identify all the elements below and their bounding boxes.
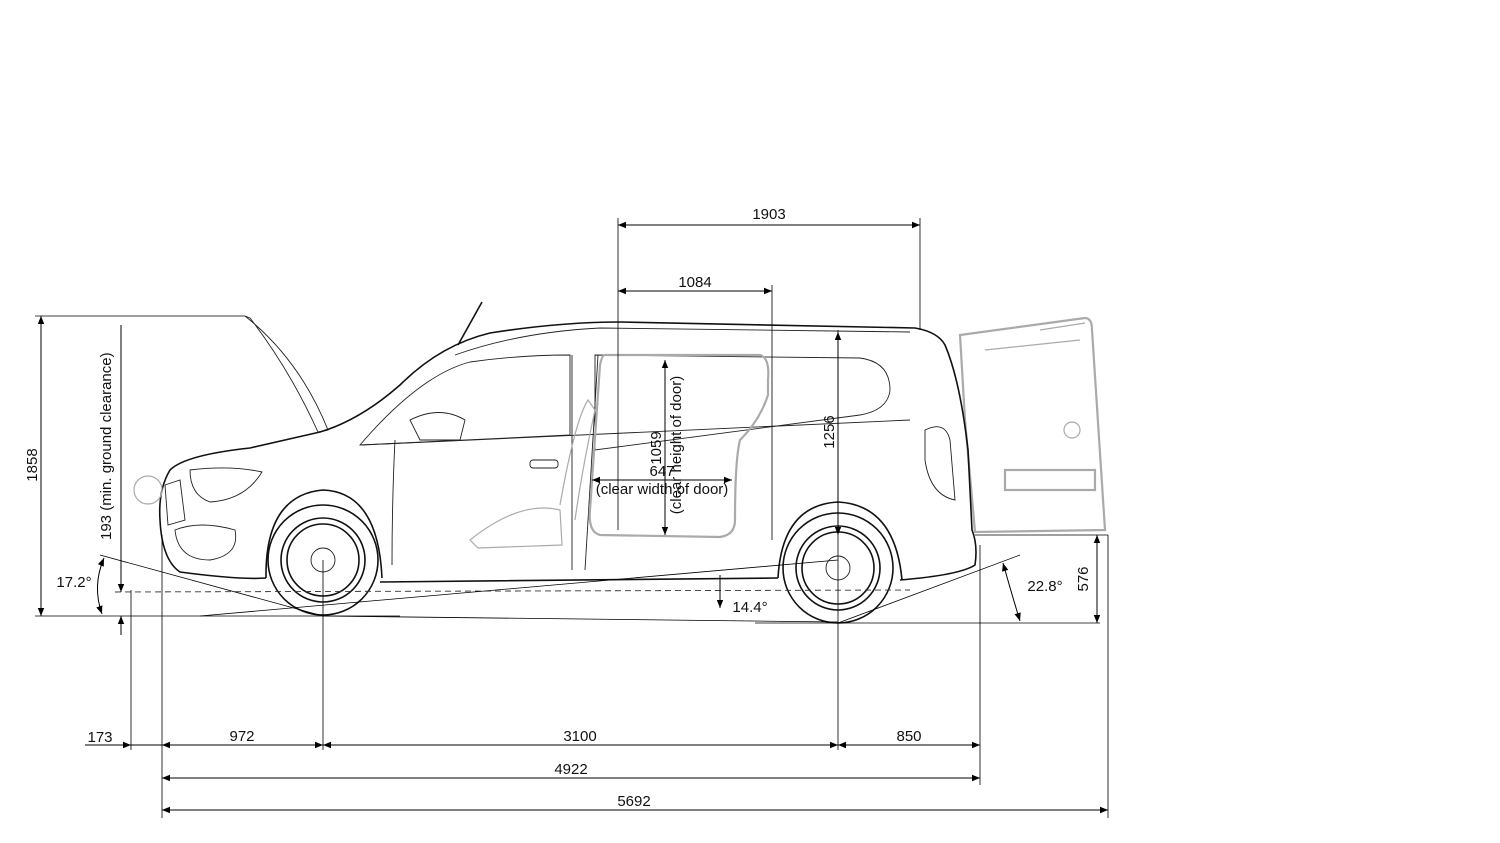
ground-clearance-label: 193 (min. ground clearance): [98, 352, 115, 540]
door-offset-label: 1084: [678, 274, 711, 291]
door-height-value: 1059: [648, 431, 665, 464]
van-side-view: [114, 301, 1107, 624]
door-height-caption: (clear height of door): [668, 376, 685, 514]
body-outline: [158, 321, 977, 583]
overall-height-label: 1858: [24, 448, 41, 481]
antenna: [457, 301, 483, 346]
load-height-label: 1256: [821, 415, 838, 448]
open-tailgate: [958, 316, 1107, 534]
rear-window: [594, 354, 891, 451]
body-length-label: 4922: [554, 761, 587, 778]
rear-sill-height-label: 576: [1075, 566, 1092, 591]
front-overhang-label: 972: [229, 728, 254, 745]
door-width-value: 647: [649, 463, 674, 480]
front-window: [358, 354, 571, 446]
open-hood: [244, 315, 329, 433]
sliding-door-opening: [588, 353, 770, 539]
ramp-angle-label: 14.4°: [732, 599, 767, 616]
overall-length-label: 5692: [617, 793, 650, 810]
front-axle-offset-label: 173: [87, 729, 112, 746]
wheelbase-label: 3100: [563, 728, 596, 745]
towing-ball: [133, 475, 163, 505]
load-length-label: 1903: [752, 206, 785, 223]
departure-angle-label: 22.8°: [1027, 578, 1062, 595]
rear-overhang-label: 850: [896, 728, 921, 745]
approach-angle-label: 17.2°: [56, 574, 91, 591]
door-width-caption: (clear width of door): [596, 481, 729, 498]
